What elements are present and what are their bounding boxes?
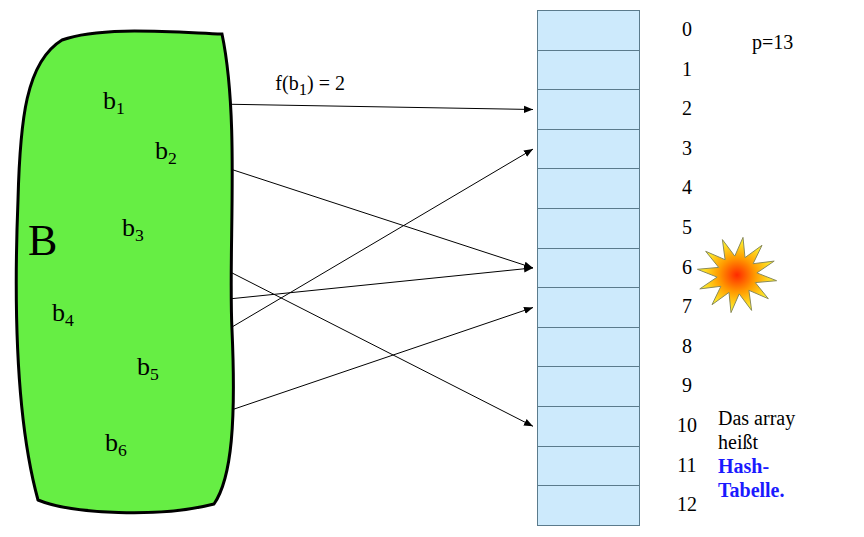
index-number: 0: [657, 18, 717, 41]
index-number: 6: [657, 256, 717, 279]
table-cell: 11: [537, 446, 640, 487]
index-number: 2: [657, 97, 717, 120]
set-element: b4: [52, 298, 74, 328]
index-number: 11: [657, 454, 717, 477]
index-number: 10: [657, 414, 717, 437]
element-name: b3: [122, 213, 144, 243]
table-cell: 0: [537, 10, 640, 51]
table-cell: 5: [537, 208, 640, 249]
table-cell: 9: [537, 366, 640, 407]
table-cell: 1: [537, 50, 640, 91]
set-element: b5: [137, 352, 159, 382]
table-cell: 4: [537, 168, 640, 209]
table-cell: 6: [537, 248, 640, 289]
set-blob: Bb1 b2 b3 b4 b5 b6: [10, 25, 238, 517]
caption-note: Hash-Tabelle.: [718, 454, 802, 502]
table-cell: 2: [537, 89, 640, 130]
set-element: b6: [105, 428, 127, 458]
element-name: b4: [52, 298, 74, 328]
index-number: 1: [657, 58, 717, 81]
caption-note: Das array heißt: [718, 406, 818, 454]
element-name: b1: [103, 86, 125, 116]
element-name: b6: [105, 428, 127, 458]
set-element: b2: [155, 136, 177, 166]
index-number: 8: [657, 335, 717, 358]
element-name: b2: [155, 136, 177, 166]
table-cell: 3: [537, 129, 640, 170]
collision-star: [697, 237, 776, 312]
table-cell: 7: [537, 287, 640, 328]
table-cell: 8: [537, 327, 640, 368]
table-cell: 12: [537, 485, 640, 526]
set-element: b3: [122, 213, 144, 243]
index-number: 4: [657, 176, 717, 199]
index-number: 3: [657, 137, 717, 160]
index-number: 5: [657, 216, 717, 239]
index-number: 12: [657, 493, 717, 516]
function-label: f(b1) = 2: [273, 72, 347, 100]
index-number: 9: [657, 374, 717, 397]
parameter-note: p=13: [752, 30, 793, 54]
table-cell: 10: [537, 406, 640, 447]
set-element: b1: [103, 86, 125, 116]
element-name: b5: [137, 352, 159, 382]
set-name: B: [28, 215, 57, 266]
index-number: 7: [657, 295, 717, 318]
